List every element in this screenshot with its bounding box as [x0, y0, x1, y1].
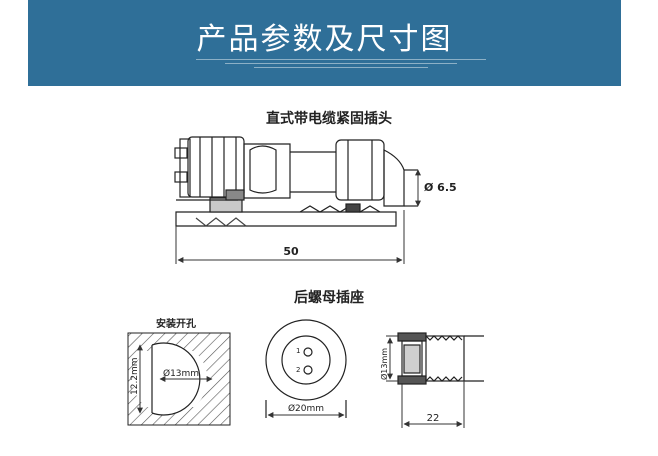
plug-cable-diameter-label: Ø 6.5: [424, 181, 457, 194]
mounting-hole-diameter-label: Ø13mm: [163, 368, 199, 379]
header-banner: 产品参数及尺寸图: [28, 0, 621, 86]
socket-diameter-label: Ø20mm: [288, 403, 324, 414]
pin-2-label: 2: [296, 366, 300, 374]
banner-decorative-lines: [196, 56, 486, 74]
plug-length-label: 50: [283, 245, 299, 258]
mounting-hole-drawing: [127, 332, 231, 426]
socket-side-view: [386, 332, 484, 428]
socket-front-view: [265, 319, 347, 418]
socket-title: 后螺母插座: [294, 290, 364, 306]
page-title: 产品参数及尺寸图: [196, 22, 453, 57]
mounting-hole-title: 安装开孔: [156, 317, 196, 330]
plug-drawing: [174, 136, 418, 227]
plug-title: 直式带电缆紧固插头: [266, 111, 392, 127]
socket-thread-diameter-label: Ø13mm: [379, 348, 389, 380]
mounting-flat-label: 12.2mm: [130, 357, 140, 395]
plug-length-dimension: [175, 210, 405, 264]
pin-1-label: 1: [296, 347, 300, 355]
socket-length-label: 22: [427, 413, 440, 424]
